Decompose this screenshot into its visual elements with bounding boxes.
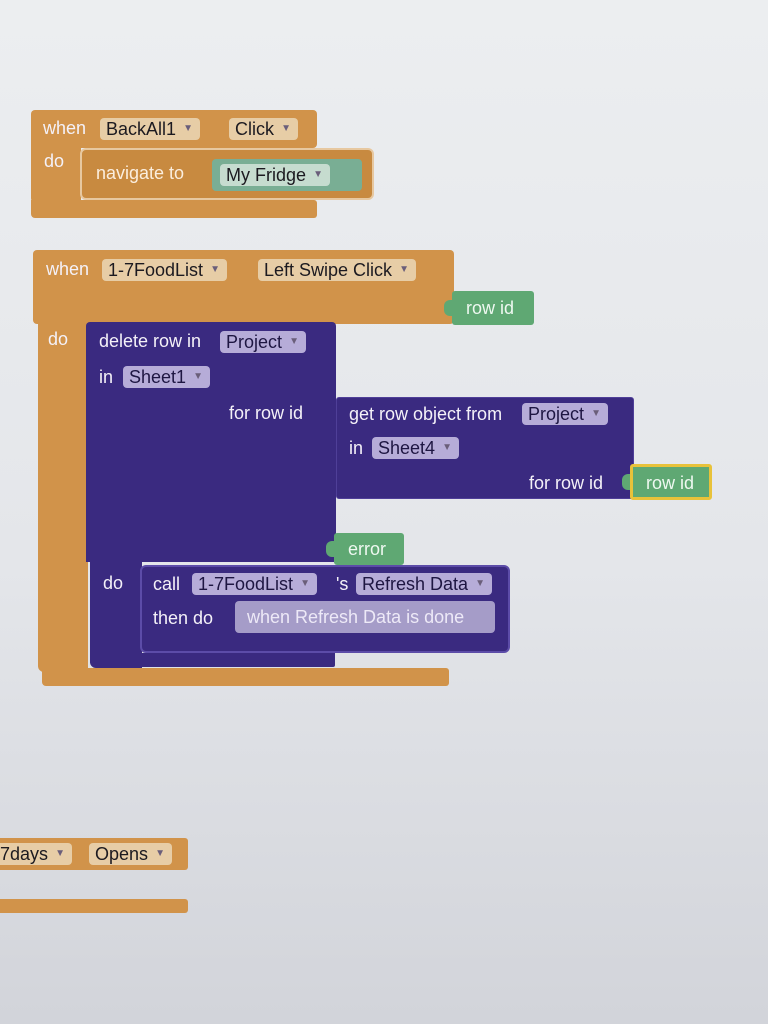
chevron-down-icon: ▼ [591, 408, 602, 419]
sheet-dropdown[interactable]: Sheet1 ▼ [123, 366, 211, 388]
when-keyword: when [46, 259, 90, 279]
screen-dropdown[interactable]: My Fridge ▼ [220, 164, 331, 186]
get-row-object-block[interactable]: get row object from Project▼ in Sheet4▼ … [336, 397, 634, 499]
project-name: Project [226, 332, 283, 352]
delete-row-footer [90, 653, 335, 667]
component-dropdown[interactable]: 1-7FoodList ▼ [192, 573, 318, 595]
event-do-rail [31, 140, 81, 204]
component-dropdown[interactable]: BackAll1 ▼ [100, 118, 201, 140]
chevron-down-icon: ▼ [475, 578, 486, 589]
event-dropdown[interactable]: Click ▼ [229, 118, 298, 140]
delete-row-body [86, 322, 336, 562]
call-label: call [153, 574, 181, 594]
possessive-label: 's [336, 574, 349, 594]
param-row-id[interactable]: row id [452, 291, 534, 325]
navigate-label: navigate to [96, 163, 185, 183]
chevron-down-icon: ▼ [313, 169, 324, 180]
do-keyword: do [103, 573, 124, 593]
project-name: Project [528, 404, 585, 424]
component-name: 7days [0, 844, 49, 864]
sheet-dropdown[interactable]: Sheet4 ▼ [372, 437, 460, 459]
placeholder-text: when Refresh Data is done [247, 607, 465, 627]
row-id-label: row id [646, 473, 695, 493]
in-label: in [349, 438, 364, 458]
call-refresh-block[interactable]: call 1-7FoodList ▼ 's Refresh Data ▼ then … [140, 565, 510, 653]
navigate-block[interactable]: navigate to My Fridge ▼ [80, 148, 374, 200]
event-footer [0, 899, 188, 913]
component-dropdown[interactable]: 7days ▼ [0, 843, 73, 865]
method-dropdown[interactable]: Refresh Data ▼ [356, 573, 493, 595]
error-label: error [348, 539, 387, 559]
param-connector [444, 300, 452, 316]
for-row-id-label: for row id [229, 403, 304, 423]
for-row-id-label: for row id [529, 473, 604, 493]
event-do-rail [38, 320, 88, 672]
row-id-getter[interactable]: row id [630, 464, 712, 500]
component-dropdown[interactable]: 1-7FoodList ▼ [102, 259, 228, 281]
screen-value: My Fridge [226, 165, 307, 185]
delete-row-label: delete row in [99, 331, 202, 351]
chevron-down-icon: ▼ [193, 371, 204, 382]
do-keyword: do [44, 151, 65, 171]
event-footer [31, 200, 317, 218]
param-label: row id [466, 298, 515, 318]
event-name: Click [235, 119, 274, 139]
chevron-down-icon: ▼ [399, 264, 410, 275]
when-keyword: when [43, 118, 87, 138]
chevron-down-icon: ▼ [210, 264, 221, 275]
get-row-object-label: get row object from [349, 404, 503, 424]
component-name: 1-7FoodList [198, 574, 294, 594]
chevron-down-icon: ▼ [55, 848, 66, 859]
in-label: in [99, 367, 114, 387]
component-name: BackAll1 [106, 119, 177, 139]
then-do-placeholder[interactable]: when Refresh Data is done [235, 601, 495, 633]
error-connector [326, 541, 334, 557]
event-name: Left Swipe Click [264, 260, 393, 280]
chevron-down-icon: ▼ [289, 336, 300, 347]
sheet-name: Sheet4 [378, 438, 436, 458]
chevron-down-icon: ▼ [442, 442, 453, 453]
screen-name-block[interactable]: My Fridge ▼ [212, 159, 362, 191]
get-connector [328, 403, 336, 419]
delete-row-side [90, 556, 142, 668]
event-dropdown[interactable]: Left Swipe Click ▼ [258, 259, 417, 281]
event-dropdown[interactable]: Opens ▼ [89, 843, 173, 865]
event-footer [42, 668, 449, 686]
chevron-down-icon: ▼ [300, 578, 311, 589]
chevron-down-icon: ▼ [155, 848, 166, 859]
method-name: Refresh Data [362, 574, 469, 594]
project-dropdown[interactable]: Project ▼ [522, 403, 609, 425]
chevron-down-icon: ▼ [183, 123, 194, 134]
then-do-label: then do [153, 608, 214, 628]
project-dropdown[interactable]: Project ▼ [220, 331, 307, 353]
event-name: Opens [95, 844, 149, 864]
sheet-name: Sheet1 [129, 367, 187, 387]
component-name: 1-7FoodList [108, 260, 204, 280]
do-keyword: do [48, 329, 69, 349]
row-id-connector [622, 474, 630, 490]
chevron-down-icon: ▼ [281, 123, 291, 134]
param-error[interactable]: error [334, 533, 404, 565]
